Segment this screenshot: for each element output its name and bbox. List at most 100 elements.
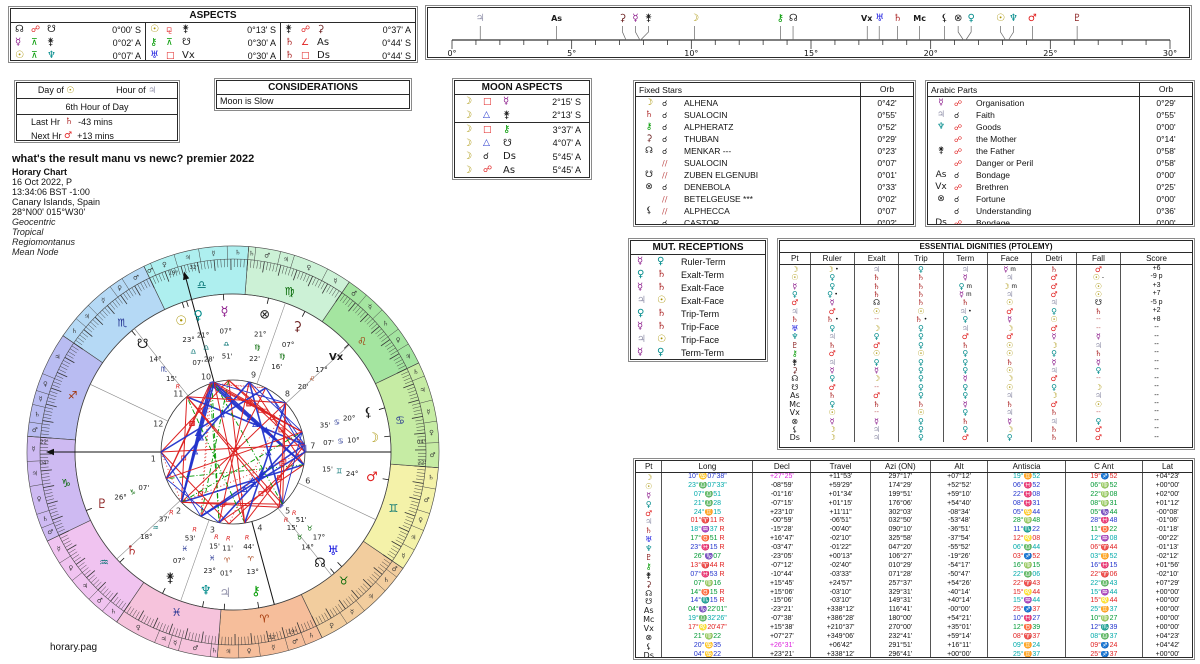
mut-reception-type: Ruler-Term	[681, 256, 726, 267]
dignity-annotation: m	[966, 282, 972, 290]
term-mars-icon: ♂	[97, 597, 103, 605]
mercury-icon: ☿	[637, 321, 644, 332]
aspect-orb: 0°44' S	[382, 37, 411, 48]
venus-icon: ♀	[645, 499, 652, 509]
venus-icon: ♀	[962, 365, 969, 375]
dignity-cell: ♄	[898, 273, 942, 282]
retrograde-flag: R	[717, 597, 725, 605]
opp-aspect-icon: ☍	[483, 165, 493, 176]
dignity-cell: ☽	[1075, 383, 1120, 392]
position-travel: +338°12'	[810, 650, 870, 657]
dignity-score: -9 p	[1120, 273, 1192, 282]
conj-aspect-icon: ☌	[662, 218, 668, 225]
dignity-score: --	[1120, 416, 1192, 426]
dignity-cell: ♄	[942, 417, 987, 426]
term-mercury-icon: ☿	[271, 643, 275, 651]
dignity-cell: ☿m	[942, 290, 987, 299]
fixed-star-name: THUBAN	[684, 134, 719, 144]
wheel-neptune-retrograde: R	[214, 533, 219, 541]
position-long: 23°♓15 R	[661, 544, 752, 554]
dignity-cell: ♃	[1031, 417, 1075, 426]
ruler-pluto-icon: ♇	[1073, 13, 1082, 24]
term-mars-icon: ♂	[292, 638, 298, 646]
mars-icon: ♂	[828, 382, 836, 392]
dignity-row: ☽☽•♃♀♃☿m♄♂+6	[780, 265, 1192, 274]
dignity-cell: ♄	[1031, 265, 1075, 274]
position-decl: -07°15'	[752, 499, 810, 509]
moon-icon: ☽	[1006, 374, 1014, 384]
position-antiscia: 09°♊24	[987, 641, 1064, 651]
sun-icon: ☉	[66, 86, 75, 96]
retrograde-flag: R	[717, 535, 725, 543]
svg-text:♂: ♂	[235, 445, 240, 452]
dignity-score: --	[1120, 408, 1192, 417]
venus-icon: ♀	[918, 357, 924, 367]
mars-icon: ♂	[1006, 306, 1014, 316]
term-mars-icon: ♂	[264, 251, 270, 259]
position-azi: 325°58'	[869, 535, 930, 545]
position-pt: ☽	[636, 473, 661, 482]
house-cusp-5	[277, 508, 332, 576]
position-decl: -15°06'	[752, 597, 810, 607]
moon-icon: ☽	[644, 98, 654, 108]
wheel-node-deg: 14°	[301, 544, 313, 552]
wheel-ceres-deg: 07°	[282, 341, 294, 349]
retrograde-flag: R	[717, 544, 725, 552]
position-azi: 071°28'	[869, 570, 930, 580]
saturn-icon: ♄	[961, 340, 969, 350]
jupiter-icon: ♃	[1094, 340, 1102, 350]
term-saturn-icon: ♄	[383, 319, 389, 327]
dignity-cell: ♀	[898, 366, 942, 375]
wheel-saturn-sign-icon: ♒	[152, 524, 158, 532]
aspect-line-lilith-sq-mc	[213, 382, 303, 433]
term-saturn-icon: ♄	[428, 474, 434, 482]
dignity-cell: ♃	[987, 391, 1031, 400]
aspect-line-saturn-quin-lilith	[181, 431, 303, 503]
position-antiscia: 25°♊37	[987, 650, 1064, 657]
dignity-pt: ♇	[780, 341, 810, 350]
dignity-cell: ☿	[1031, 358, 1075, 367]
ceres-icon: ⚳	[791, 365, 798, 375]
dignity-pt: Ds	[780, 433, 810, 442]
position-azi: 270°00'	[869, 624, 930, 634]
hour-of-label: Hour of ♃	[116, 85, 157, 96]
mercury-icon: ☿	[637, 256, 644, 267]
dignity-cell: ♂	[1075, 425, 1120, 434]
dignity-cell: ♄•	[898, 315, 942, 324]
snode-icon: ☋	[1094, 298, 1102, 308]
mc-cusp-min: 32'	[190, 265, 199, 271]
dignity-cell: ☉	[809, 408, 854, 417]
retrograde-flag: R	[717, 570, 725, 578]
wheel-mercury-icon: ☿	[220, 304, 228, 319]
venus-icon: ♀	[918, 425, 924, 435]
position-antiscia: 19°♊52	[987, 473, 1064, 482]
dignity-cell: --	[853, 383, 898, 392]
position-decl: +15°38'	[752, 624, 810, 634]
position-pt: ☋	[636, 597, 661, 606]
node-icon: ☊	[873, 298, 881, 308]
sign-leo-icon: ♌	[357, 335, 367, 348]
position-contra-antiscia: 12°♒08	[1064, 535, 1142, 545]
dignity-cell: ♀	[898, 324, 942, 333]
wheel-fortune-min: 22'	[249, 355, 260, 363]
position-travel: -03'33"	[810, 570, 870, 580]
position-alt: -08°34'	[929, 508, 988, 518]
dignity-pt: Vx	[780, 408, 810, 417]
term-mars-icon: ♂	[47, 528, 53, 536]
dignity-cell: ☉	[1075, 400, 1120, 409]
mut-reception-row: ☿♀Term-Term	[631, 346, 765, 359]
dignity-cell: ♀	[942, 408, 987, 417]
wheel-sun-deg: 23°	[182, 336, 194, 344]
conj-aspect-icon: ☌	[662, 134, 668, 144]
position-long: 04°♋22	[661, 650, 752, 657]
mut-reception-type: Trip-Face	[681, 321, 720, 332]
term-saturn-icon: ♄	[72, 327, 78, 335]
fixed-star-name: SUALOCIN	[684, 110, 728, 120]
position-antiscia: 06°♎44	[987, 544, 1064, 554]
term-mercury-icon: ☿	[368, 303, 372, 311]
wheel-node-sign-icon: ♉	[296, 534, 302, 542]
position-contra-antiscia: 06°♈44	[1064, 544, 1142, 554]
